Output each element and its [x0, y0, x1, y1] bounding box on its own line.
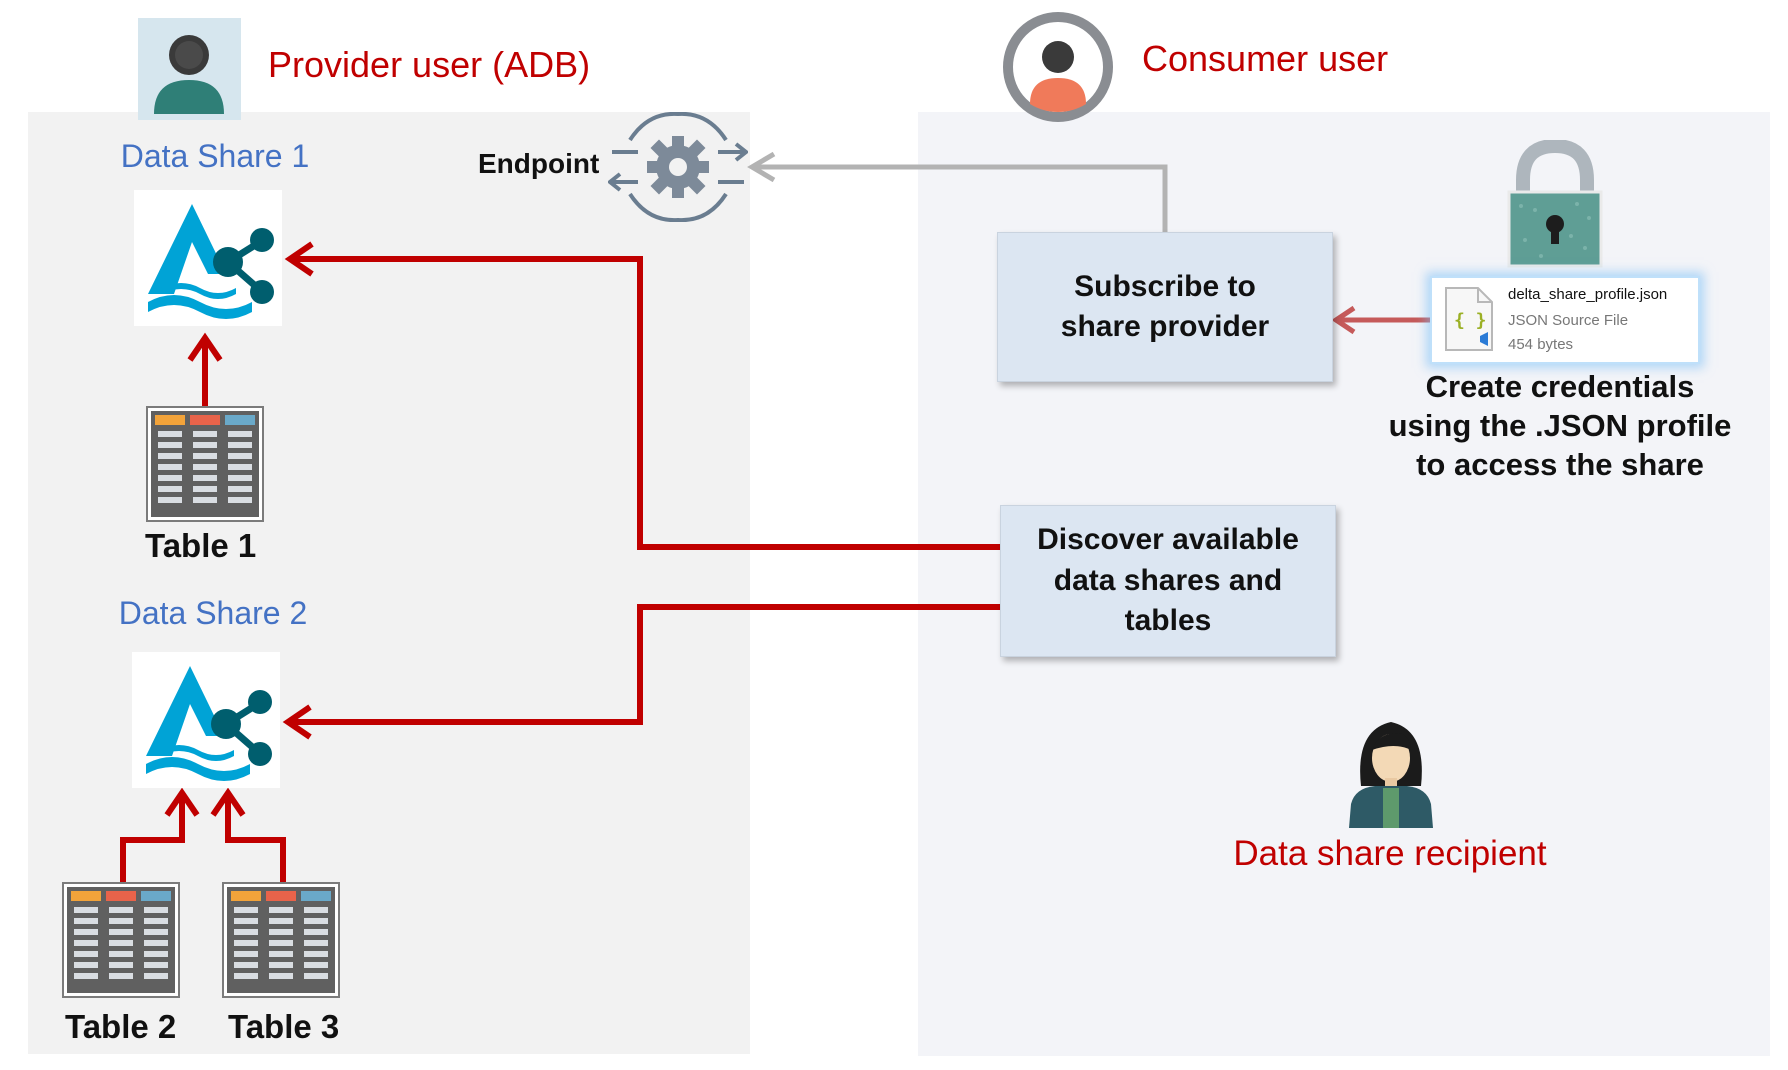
arrowhead-subscribe [1331, 305, 1356, 335]
data-share-icon [148, 204, 274, 319]
data-share-icon [146, 666, 272, 781]
arrowhead-table1 [187, 332, 223, 362]
data-share-1-tile [134, 190, 282, 326]
endpoint-label: Endpoint [478, 148, 600, 179]
arrow-table3-to-share-2 [225, 795, 286, 892]
subscribe-line-1: Subscribe to [1074, 269, 1256, 303]
json-profile-file: { } delta_share_profile.json JSON Source… [1430, 276, 1700, 364]
subscribe-line-2: share provider [1060, 310, 1270, 343]
provider-avatar-icon [138, 18, 241, 120]
padlock-icon [1505, 138, 1605, 268]
arrow-discover-to-share-2 [288, 604, 1000, 725]
table-3-label: Table 3 [228, 1008, 340, 1045]
gear-endpoint-icon [606, 111, 750, 223]
table-icon [222, 882, 340, 998]
table-1-icon [146, 406, 264, 522]
consumer-avatar-icon [1003, 12, 1113, 122]
arrowhead-table3 [210, 787, 246, 817]
data-share-1-label: Data Share 1 [120, 138, 310, 174]
json-file-size: 454 bytes [1508, 336, 1574, 353]
subscribe-step-box: Subscribe to share provider [997, 232, 1333, 382]
table-1-label: Table 1 [145, 527, 257, 564]
discover-line-1: Discover available [1037, 523, 1299, 557]
arrow-table2-to-share-2 [120, 795, 185, 892]
arrowhead-endpoint [747, 151, 776, 183]
arrowhead-table2 [164, 787, 200, 817]
json-file-name: delta_share_profile.json [1508, 286, 1668, 303]
recipient-person-icon [1345, 716, 1437, 828]
credentials-caption: Create credentials using the .JSON profi… [1350, 368, 1770, 484]
arrow-discover-to-share-1 [290, 256, 1000, 550]
arrowhead-share-2 [282, 704, 312, 740]
discover-line-3: tables [1124, 604, 1212, 638]
table-3-icon [222, 882, 340, 998]
table-2-icon [62, 882, 180, 998]
arrowhead-share-1 [284, 241, 314, 277]
credentials-line-3: to access the share [1416, 446, 1704, 482]
credentials-line-2: using the .JSON profile [1388, 407, 1732, 443]
arrow-subscribe-to-endpoint [752, 164, 1168, 232]
table-icon [62, 882, 180, 998]
discover-step-box: Discover available data shares and table… [1000, 505, 1336, 657]
table-2-label: Table 2 [65, 1008, 177, 1045]
recipient-label: Data share recipient [1233, 834, 1547, 873]
provider-title: Provider user (ADB) [268, 44, 591, 85]
table-icon [146, 406, 264, 522]
json-file-type: JSON Source File [1508, 312, 1629, 329]
discover-line-2: data shares and [1053, 563, 1283, 597]
data-share-2-label: Data Share 2 [118, 595, 308, 631]
svg-text:{ }: { } [1454, 310, 1487, 331]
data-share-2-tile [132, 652, 280, 788]
consumer-title: Consumer user [1142, 38, 1389, 79]
json-file-icon: { } [1444, 286, 1494, 352]
credentials-line-1: Create credentials [1425, 369, 1695, 404]
